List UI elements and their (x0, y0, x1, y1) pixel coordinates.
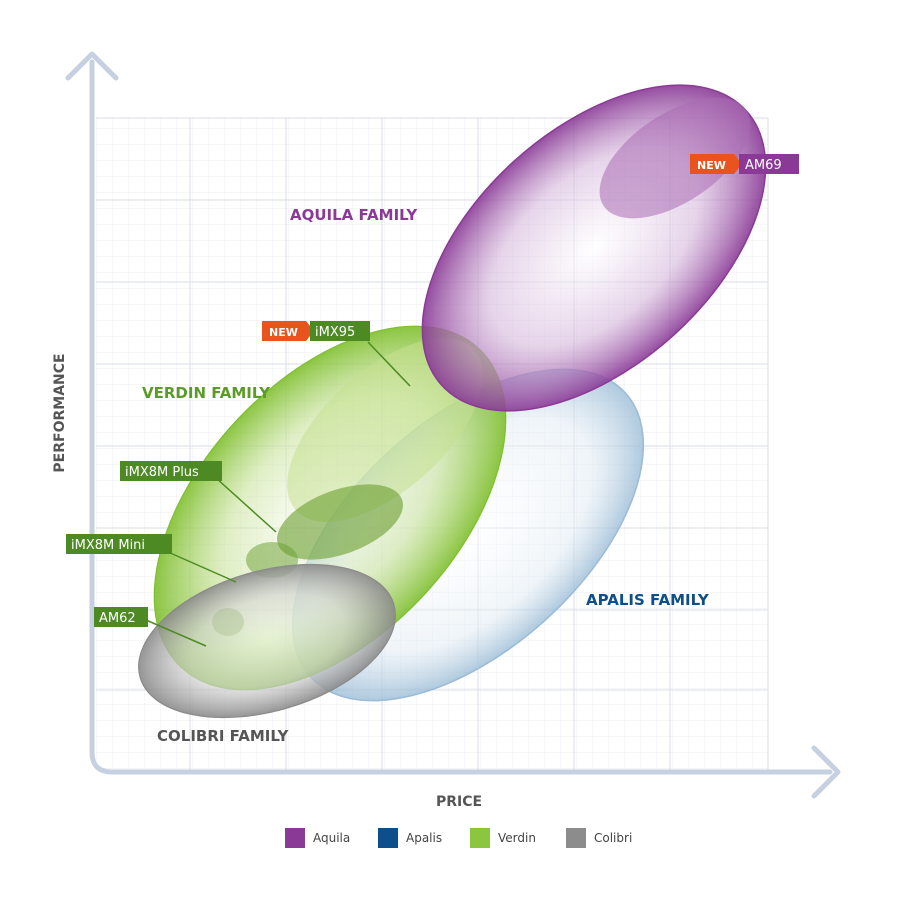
aquila-family-region (421, 84, 767, 412)
legend-item-aquila: Aquila (285, 828, 350, 848)
new-badge (262, 321, 306, 341)
am69-region (599, 97, 751, 219)
legend-label-colibri: Colibri (594, 831, 632, 845)
y-axis-line (89, 59, 833, 775)
imx8m-mini-label: iMX8M Mini (71, 538, 145, 553)
legend-item-verdin: Verdin (470, 828, 536, 848)
leader-lines (145, 341, 411, 647)
imx95-region (287, 338, 483, 522)
y-axis-arrow-icon (65, 51, 119, 81)
x-axis-title: PRICE (436, 794, 482, 810)
legend-item-apalis: Apalis (378, 828, 442, 848)
imx8m-plus-label: iMX8M Plus (125, 465, 199, 480)
legend-label-apalis: Apalis (406, 831, 442, 845)
apalis-family-label: APALIS FAMILY (586, 591, 710, 609)
axes (65, 51, 841, 799)
imx8m-plus-tag: iMX8M Plus (120, 461, 222, 481)
legend-label-verdin: Verdin (498, 831, 536, 845)
legend-swatch-aquila (285, 828, 305, 848)
new-badge (690, 154, 734, 174)
imx8m-plus-region (277, 484, 403, 560)
x-axis-arrow-icon (811, 745, 841, 799)
colibri-family-region (138, 563, 396, 719)
am62-tag: AM62 (94, 607, 148, 627)
legend-swatch-colibri (566, 828, 586, 848)
y-axis-title: PERFORMANCE (52, 353, 68, 472)
imx95-tag: NEW iMX95 (262, 321, 370, 341)
legend-label-aquila: Aquila (313, 831, 350, 845)
new-badge-text: NEW (697, 159, 726, 172)
imx95-label: iMX95 (315, 325, 355, 340)
am69-tag: NEW AM69 (690, 154, 799, 174)
new-badge-text: NEW (269, 326, 298, 339)
legend-swatch-verdin (470, 828, 490, 848)
legend: Aquila Apalis Verdin Colibri (285, 828, 632, 848)
am69-label: AM69 (745, 158, 782, 173)
verdin-family-label: VERDIN FAMILY (142, 384, 271, 402)
colibri-family-label: COLIBRI FAMILY (157, 727, 290, 745)
aquila-family-label: AQUILA FAMILY (290, 206, 418, 224)
imx8m-mini-tag: iMX8M Mini (66, 534, 172, 554)
legend-item-colibri: Colibri (566, 828, 632, 848)
legend-swatch-apalis (378, 828, 398, 848)
am62-label: AM62 (99, 611, 136, 626)
